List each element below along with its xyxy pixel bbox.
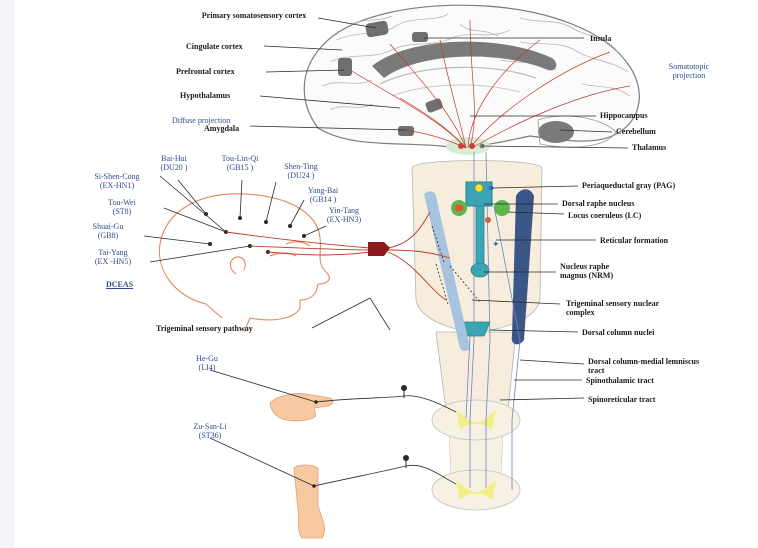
- label-dorsal-raphe: Dorsal raphe nucleus: [562, 199, 634, 208]
- acupoint-he-gu: He-Gu(LI4): [182, 354, 232, 372]
- acupoint-tou-lin-qi: Tou-Lin-Qi(GB15 ): [210, 154, 270, 172]
- acupoint-bai-hui: Bai-Hui(DU20 ): [150, 154, 198, 172]
- label-dorsal-column-nuclei: Dorsal column nuclei: [582, 328, 654, 337]
- label-spinothalamic: Spinothalamic tract: [586, 376, 654, 385]
- label-dcml-tract: Dorsal column-medial lemniscus tract: [588, 357, 708, 375]
- label-pag: Periaqueductal gray (PAG): [582, 181, 675, 190]
- brain: [304, 5, 639, 155]
- peripheral-fibres: [210, 370, 456, 486]
- head-outline: [159, 194, 329, 332]
- label-reticular-formation: Reticular formation: [600, 236, 668, 245]
- label-hypothalamus: Hypothalamus: [180, 91, 230, 100]
- acupoint-yang-bai: Yang-Bai(GB14 ): [298, 186, 348, 204]
- svg-text:✦: ✦: [492, 239, 500, 249]
- label-nrm: Nucleus raphe magnus (NRM): [560, 262, 630, 280]
- label-locus-coeruleus: Locus coeruleus (LC): [568, 211, 641, 220]
- label-trigeminal-pathway: Trigeminal sensory pathway: [156, 324, 253, 333]
- trigeminal-leader: [312, 298, 390, 330]
- acupoint-zu-san-li: Zu-San-Li(ST36): [182, 422, 238, 440]
- label-cerebellum: Cerebellum: [616, 127, 656, 136]
- label-prefrontal: Prefrontal cortex: [176, 67, 235, 76]
- dorsal-root-ganglia: [401, 385, 409, 468]
- leg: [294, 465, 325, 538]
- acupoint-shuai-gu: Shuai-Gu(GB8): [84, 222, 132, 240]
- acupoint-shen-ting: Shen-Ting(DU24 ): [276, 162, 326, 180]
- label-primary-somatosensory: Primary somatosensory cortex: [184, 11, 324, 20]
- label-somatotopic-projection: Somatotopic projection: [654, 62, 724, 80]
- acupoint-yin-tang: Yin-Tang(EX-HN3): [318, 206, 370, 224]
- label-hippocampus: Hippocampus: [600, 111, 648, 120]
- label-amygdala: Amygdala: [204, 124, 239, 133]
- acupoint-tai-yang: Tai-Yang(EX -HN5): [80, 248, 146, 266]
- brainstem: ✦: [412, 161, 542, 511]
- label-thalamus: Thalamus: [632, 143, 666, 152]
- page-edge: [0, 0, 14, 548]
- acupoint-si-shen-cong: Si-Shen-Cong(EX-HN1): [84, 172, 150, 190]
- label-cingulate: Cingulate cortex: [186, 42, 243, 51]
- trigeminal-ganglion: [368, 242, 390, 256]
- label-dceas: DCEAS: [106, 280, 133, 289]
- label-trigeminal-complex: Trigeminal sensory nuclear complex: [566, 299, 666, 317]
- label-insula: Insula: [590, 34, 611, 43]
- acupoint-tou-wei: Tou-Wei(ST8): [98, 198, 146, 216]
- label-spinoreticular: Spinoreticular tract: [588, 395, 655, 404]
